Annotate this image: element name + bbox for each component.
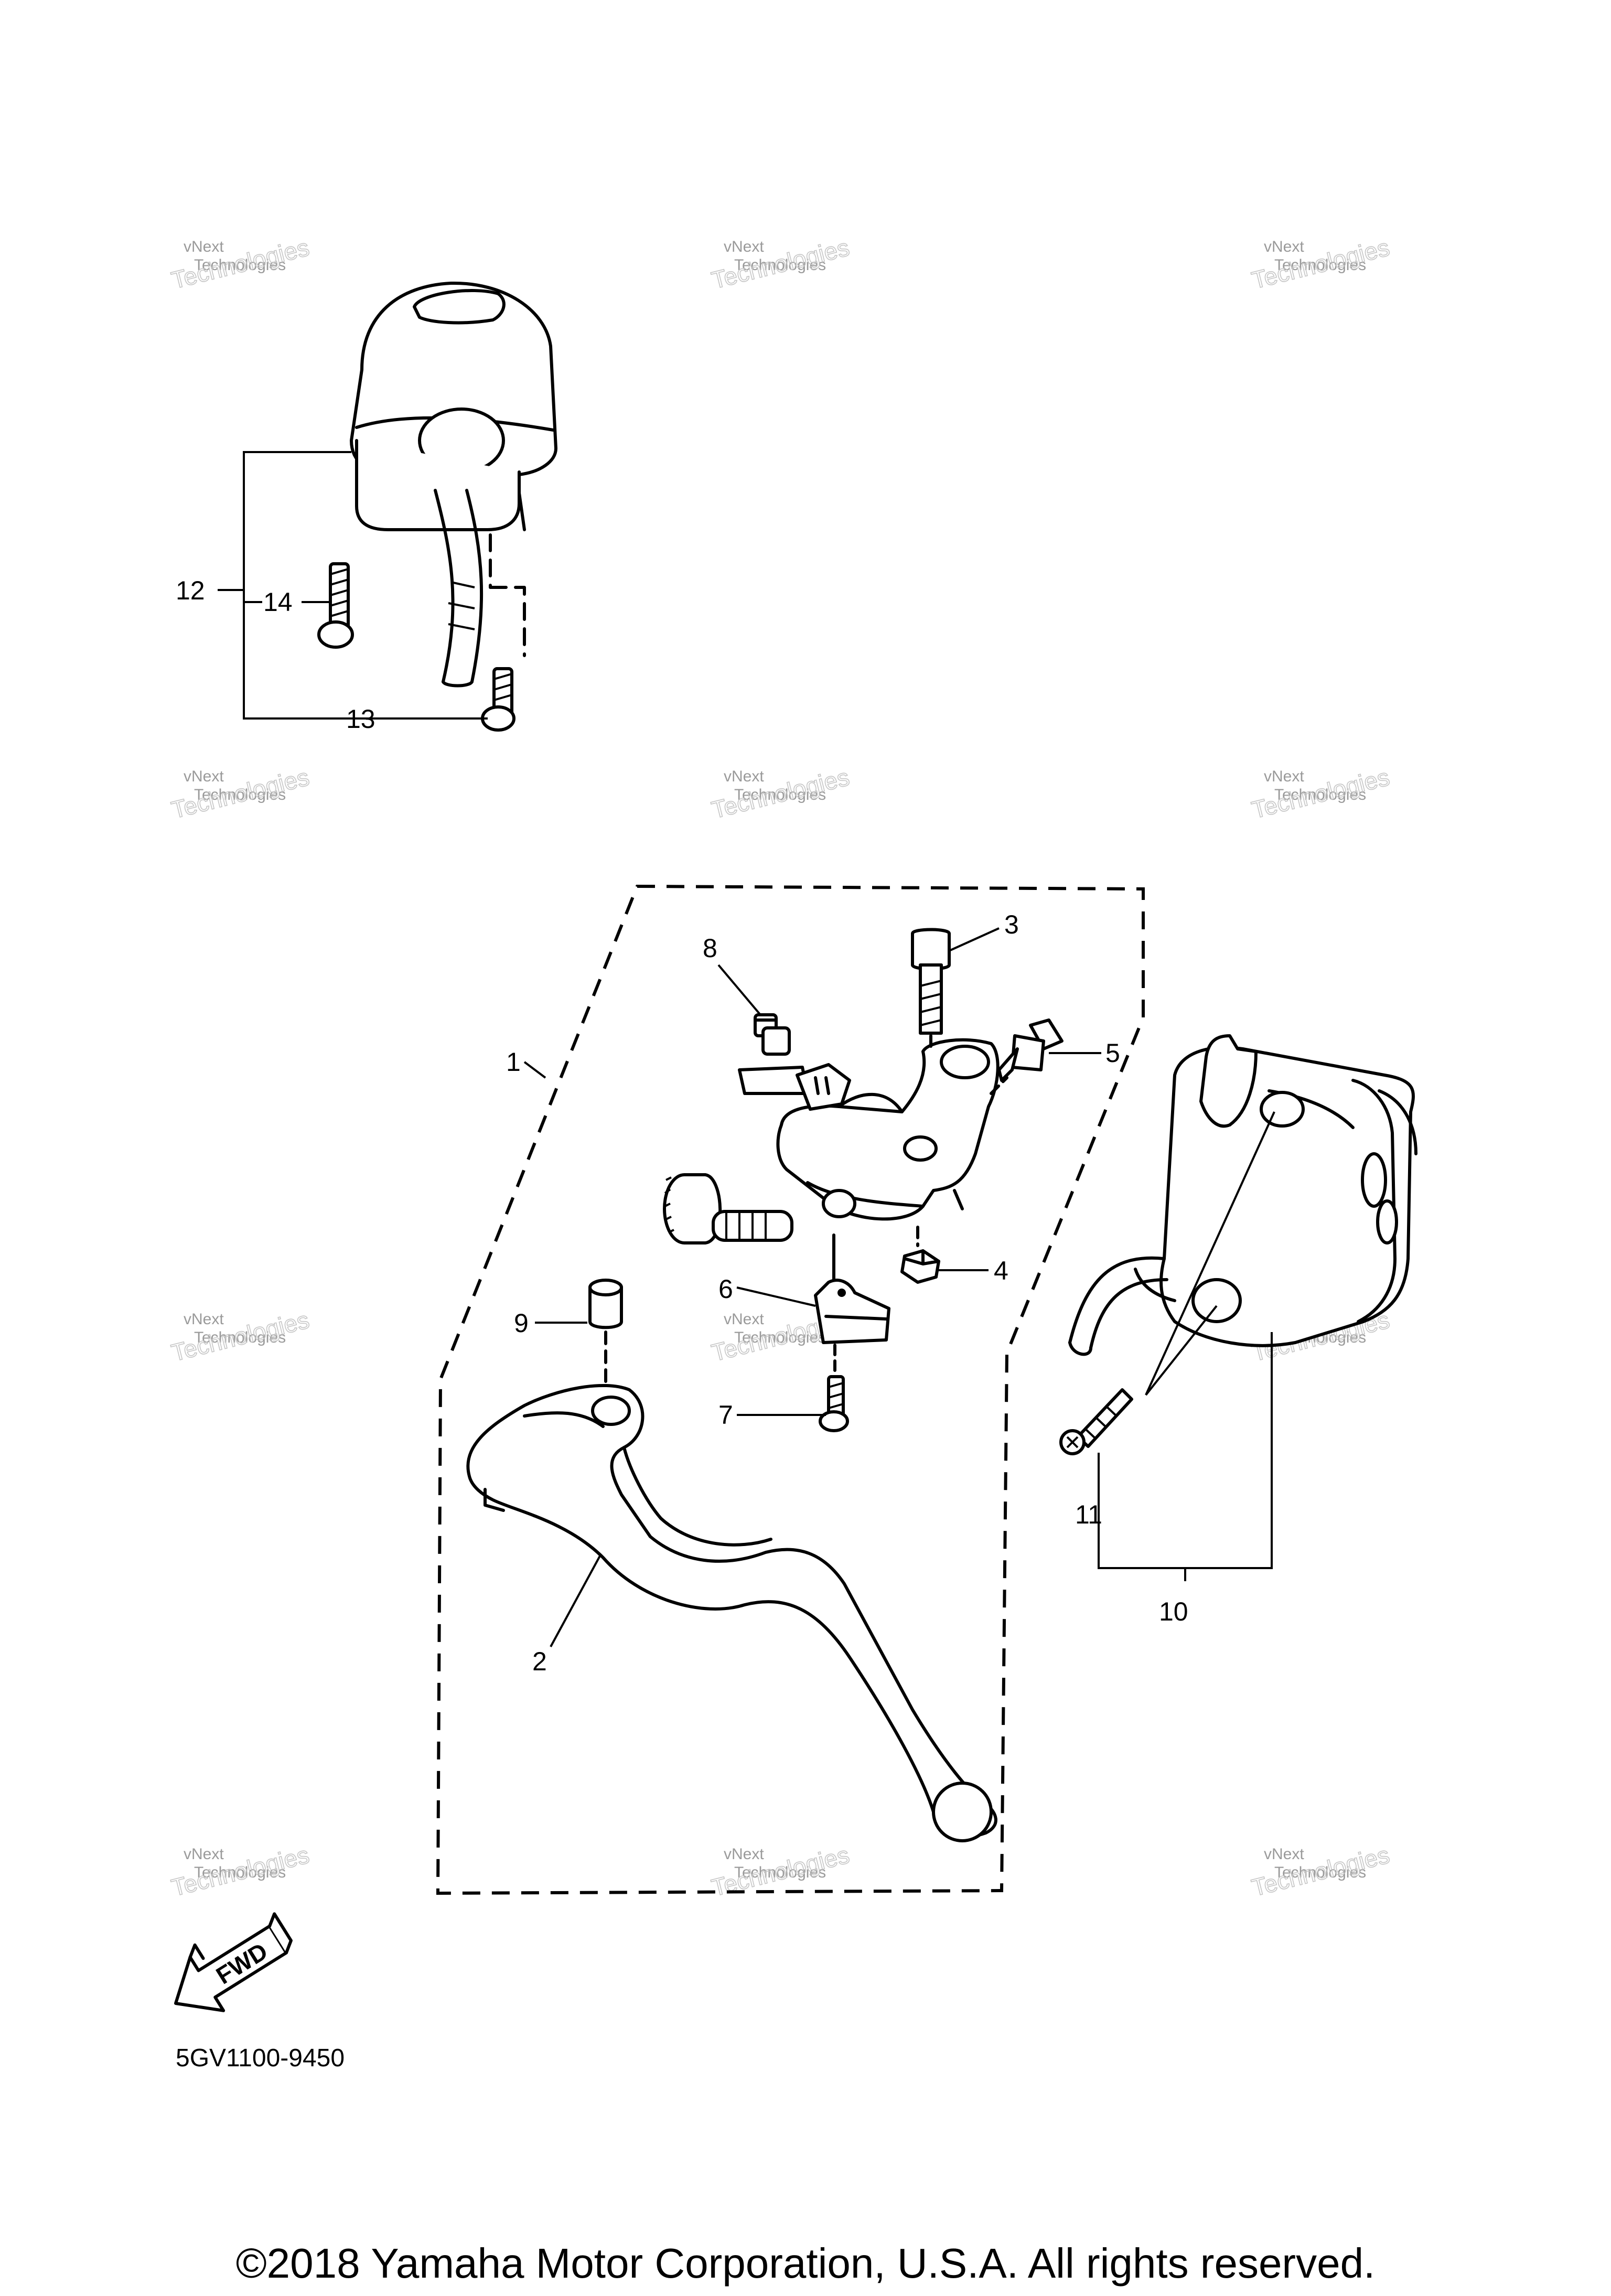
svg-text:vNext: vNext: [1264, 768, 1304, 785]
svg-text:vNext: vNext: [724, 238, 764, 255]
svg-text:vNext: vNext: [184, 238, 224, 255]
svg-text:Technologies: Technologies: [734, 256, 826, 274]
watermark: vNext Technologies Technologies: [1249, 1840, 1393, 1902]
watermark: vNext Technologies Technologies: [708, 233, 853, 294]
svg-text:vNext: vNext: [184, 768, 224, 785]
svg-text:Technologies: Technologies: [1274, 786, 1366, 803]
callout-12: 12: [176, 576, 205, 605]
clutch-lever: [466, 1383, 997, 1842]
watermark: vNext Technologies Technologies: [168, 1840, 313, 1902]
svg-text:vNext: vNext: [184, 1311, 224, 1328]
svg-text:vNext: vNext: [184, 1846, 224, 1863]
watermark: vNext Technologies Technologies: [1249, 233, 1393, 294]
svg-text:Technologies: Technologies: [734, 1329, 826, 1346]
callout-3: 3: [1004, 910, 1019, 939]
bolt-5: [990, 1018, 1064, 1095]
watermark: vNext Technologies Technologies: [1249, 763, 1393, 824]
screw-13: [481, 667, 515, 732]
switch-6: [814, 1233, 890, 1344]
callout-2: 2: [532, 1647, 547, 1676]
callout-4: 4: [994, 1256, 1008, 1285]
bracket-10: [1098, 1332, 1273, 1569]
callout-5: 5: [1105, 1038, 1120, 1068]
watermark: vNext Technologies Technologies: [168, 233, 313, 294]
screw-7: [819, 1344, 849, 1432]
callout-6: 6: [718, 1274, 733, 1304]
callout-9: 9: [514, 1308, 529, 1338]
callout-1: 1: [506, 1047, 521, 1077]
fwd-arrow-icon: FWD: [174, 1912, 293, 2012]
handlebar-switch-assembly: [350, 281, 557, 688]
callout-7: 7: [718, 1400, 733, 1430]
lever-holder: [776, 1038, 1000, 1221]
svg-text:vNext: vNext: [1264, 1846, 1304, 1863]
retainer-clip: [738, 1063, 851, 1111]
svg-text:Technologies: Technologies: [734, 786, 826, 803]
callout-8: 8: [703, 934, 717, 963]
callout-13: 13: [346, 704, 375, 734]
diagram-code: 5GV1100-9450: [176, 2044, 345, 2072]
watermark: vNext Technologies Technologies: [168, 763, 313, 824]
adjuster-knob: [663, 1173, 793, 1244]
nut-4: [900, 1226, 940, 1284]
switch-assembly-10: [1068, 1034, 1417, 1396]
svg-text:Technologies: Technologies: [194, 1864, 286, 1881]
svg-text:Technologies: Technologies: [194, 786, 286, 803]
callouts: 1 2 3 4 5 6 7 8 9 10 11 12 13 14: [176, 576, 1188, 1676]
svg-text:Technologies: Technologies: [1274, 1864, 1366, 1881]
svg-text:vNext: vNext: [1264, 238, 1304, 255]
collar-9: [588, 1279, 623, 1386]
watermark: vNext Technologies Technologies: [708, 763, 853, 824]
bracket-12: [243, 451, 482, 720]
screw-8: [754, 1013, 791, 1056]
svg-text:vNext: vNext: [724, 1311, 764, 1328]
bolt-3: [911, 928, 951, 1053]
callout-11: 11: [1075, 1500, 1102, 1529]
assembly-boundary-1: [436, 884, 1145, 1895]
watermark: vNext Technologies Technologies: [168, 1305, 313, 1367]
svg-text:Technologies: Technologies: [1274, 256, 1366, 274]
callout-14: 14: [263, 587, 293, 617]
svg-text:vNext: vNext: [724, 768, 764, 785]
svg-text:Technologies: Technologies: [194, 1329, 286, 1346]
screw-11: [1059, 1388, 1133, 1455]
svg-text:Technologies: Technologies: [734, 1864, 826, 1881]
copyright-notice: ©2018 Yamaha Motor Corporation, U.S.A. A…: [235, 2240, 1376, 2287]
screw-14: [317, 562, 354, 649]
callout-10: 10: [1159, 1597, 1188, 1626]
svg-text:vNext: vNext: [724, 1846, 764, 1863]
svg-text:Technologies: Technologies: [194, 256, 286, 274]
